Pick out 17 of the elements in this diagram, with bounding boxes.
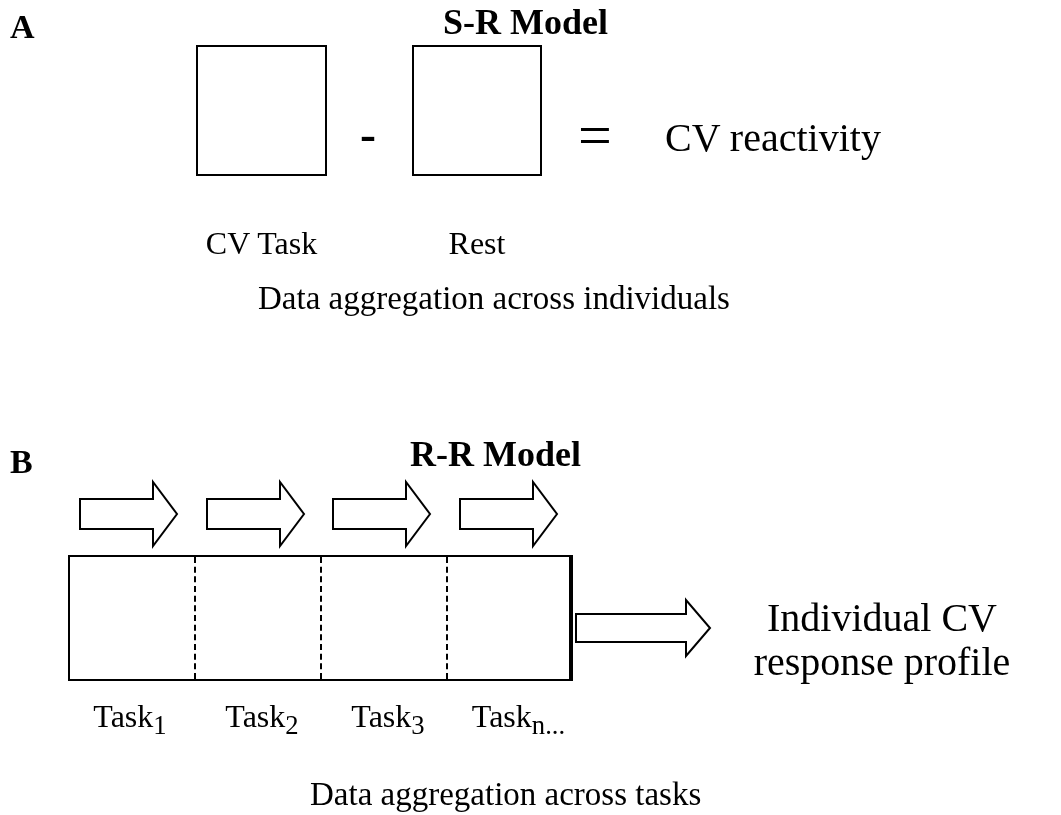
- block-arrow: [575, 597, 712, 659]
- box-caption: Task$_{n...}$: [471, 700, 566, 740]
- box-caption: Task$_{3}$: [351, 700, 425, 740]
- box-caption: Task$_{1}$: [93, 700, 167, 740]
- panel-title: S-R Model: [443, 4, 608, 40]
- panel-letter: B: [10, 445, 33, 479]
- result-text: Individual CV response profile: [712, 594, 1052, 686]
- caption-text: Data aggregation across tasks: [310, 778, 702, 811]
- caption-text: Data aggregation across individuals: [258, 282, 730, 315]
- equals-sign: =: [578, 105, 612, 165]
- panel-title: R-R Model: [410, 436, 581, 472]
- result-label: CV reactivity: [665, 118, 881, 158]
- minus-sign: -: [360, 110, 376, 158]
- panel-letter: A: [10, 10, 35, 44]
- box-caption: CV Task: [205, 227, 318, 259]
- box-caption: Task$_{2}$: [225, 700, 299, 740]
- box-caption: Rest: [448, 227, 506, 259]
